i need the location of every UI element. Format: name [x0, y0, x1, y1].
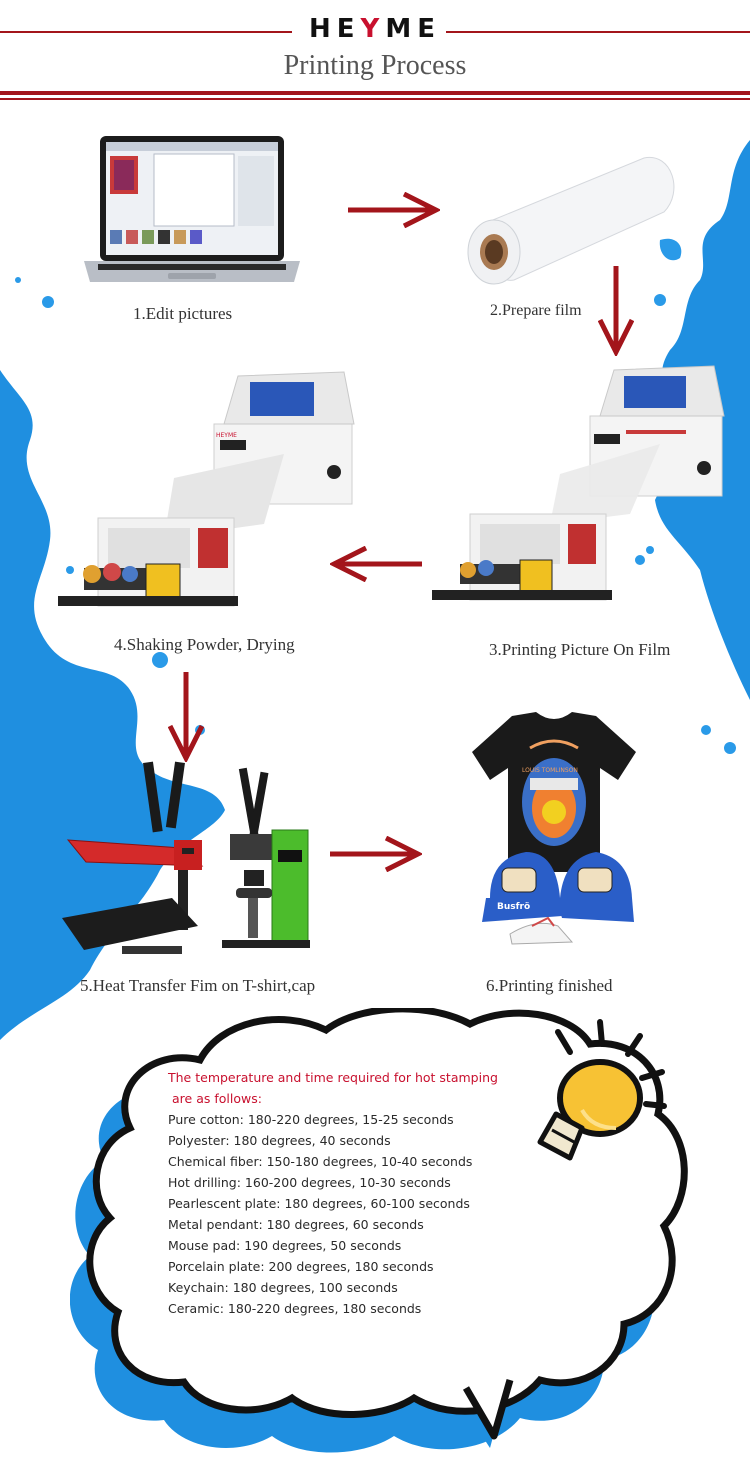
cap-print-text: Busfrö [497, 902, 531, 912]
heat-press-icon [62, 761, 310, 954]
step-1-label: 1.Edit pictures [133, 304, 233, 323]
step-4-label: 4.Shaking Powder, Drying [114, 635, 295, 654]
tshirt-cap-icon [472, 712, 636, 945]
arrow-left-icon [330, 546, 422, 582]
step-2-label: 2.Prepare film [490, 302, 582, 319]
header-rule-thin [0, 98, 750, 100]
info-item: Polyester: 180 degrees, 40 seconds [168, 1133, 391, 1148]
arrow-down-icon [168, 672, 204, 762]
paint-drops [15, 277, 736, 754]
header-rule-thick [0, 91, 750, 95]
header-line-right [446, 31, 750, 33]
film-roll-icon [467, 157, 675, 285]
info-item: Mouse pad: 190 degrees, 50 seconds [168, 1238, 402, 1253]
info-item: Pearlescent plate: 180 degrees, 60-100 s… [168, 1196, 470, 1211]
info-item: Chemical fiber: 150-180 degrees, 10-40 s… [168, 1154, 473, 1169]
hot-stamping-info: The temperature and time required for ho… [168, 1067, 498, 1319]
powder-shaker-icon [58, 371, 355, 607]
printer-brand-text: HEYME [216, 432, 237, 439]
dtf-printer-icon [432, 365, 725, 601]
step-5-label: 5.Heat Transfer Fim on T-shirt,cap [80, 976, 316, 995]
info-item: Ceramic: 180-220 degrees, 180 seconds [168, 1301, 422, 1316]
info-item: Porcelain plate: 200 degrees, 180 second… [168, 1259, 434, 1274]
info-heading: The temperature and time required for ho… [168, 1070, 498, 1085]
arrow-right-icon [348, 192, 440, 228]
step-3-label: 3.Printing Picture On Film [489, 640, 671, 659]
page-title: Printing Process [283, 50, 467, 81]
info-item: Metal pendant: 180 degrees, 60 seconds [168, 1217, 424, 1232]
arrow-down-icon [598, 266, 634, 356]
brand-logo: HEYME [309, 14, 441, 44]
info-heading-continued: are as follows: [172, 1091, 262, 1106]
info-item: Hot drilling: 160-200 degrees, 10-30 sec… [168, 1175, 451, 1190]
arrow-right-icon [330, 836, 422, 872]
info-item: Keychain: 180 degrees, 100 seconds [168, 1280, 398, 1295]
light-bulb-icon [537, 1019, 667, 1161]
cloud-callout-shape [70, 1008, 688, 1453]
shirt-print-text: LOUIS TOMLINSON [522, 767, 578, 774]
step-6-label: 6.Printing finished [486, 976, 613, 995]
laptop-icon [84, 136, 300, 282]
info-item: Pure cotton: 180-220 degrees, 15-25 seco… [168, 1112, 454, 1127]
header-line-left [0, 31, 292, 33]
